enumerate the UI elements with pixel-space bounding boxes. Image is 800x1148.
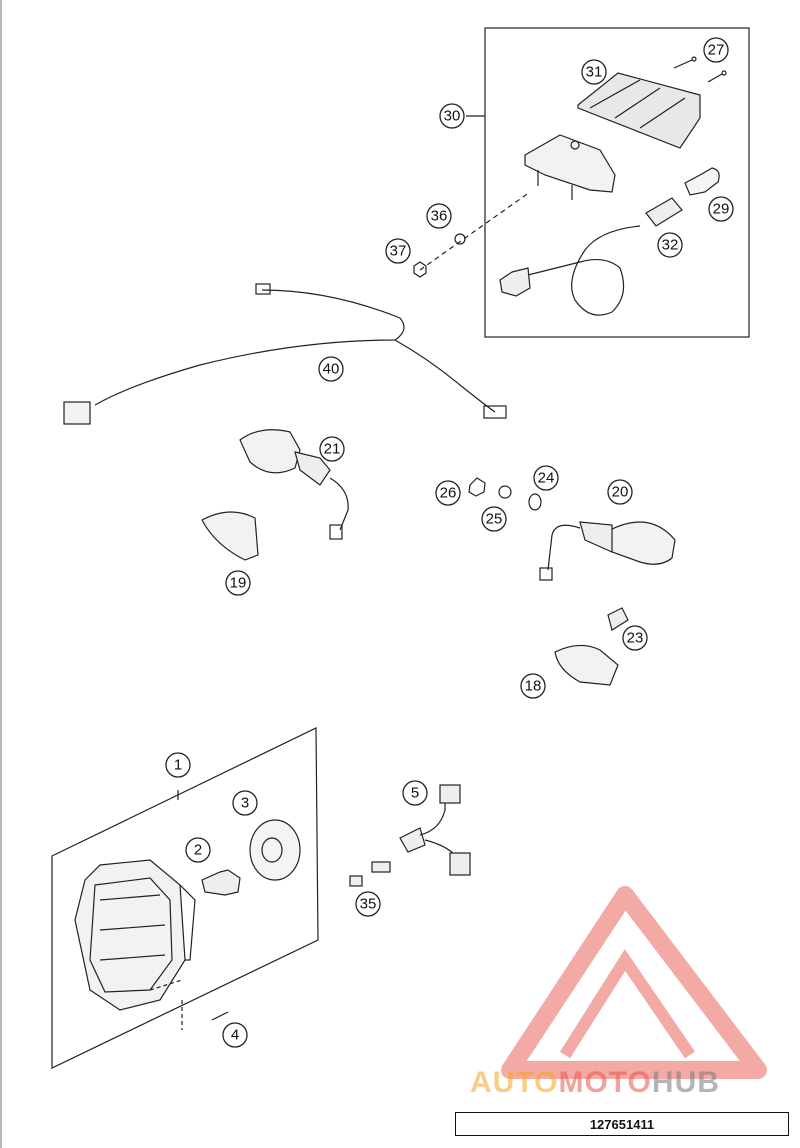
svg-text:27: 27 bbox=[708, 42, 725, 59]
part-label: 31 bbox=[581, 59, 607, 85]
svg-text:35: 35 bbox=[360, 896, 377, 913]
part-label: 2 bbox=[185, 837, 211, 863]
nut-37-part bbox=[413, 261, 427, 278]
svg-text:23: 23 bbox=[627, 630, 644, 647]
washer-25-part bbox=[498, 485, 512, 499]
watermark-text: AUTOMOTOHUB bbox=[470, 1066, 800, 1100]
parking-light-socket-part bbox=[399, 784, 471, 876]
turn-signal-21-part bbox=[239, 429, 349, 540]
svg-text:18: 18 bbox=[525, 678, 542, 695]
headlight-part bbox=[74, 859, 196, 1011]
bulb-35-part bbox=[349, 861, 391, 887]
watermark-moto: MOTO bbox=[558, 1066, 652, 1099]
part-label: 27 bbox=[703, 37, 729, 63]
part-label: 35 bbox=[355, 891, 381, 917]
svg-text:31: 31 bbox=[586, 64, 603, 81]
tail-light-group-frame bbox=[484, 27, 750, 338]
part-label: 4 bbox=[222, 1022, 248, 1048]
svg-text:37: 37 bbox=[390, 243, 407, 260]
svg-text:25: 25 bbox=[486, 511, 503, 528]
svg-text:1: 1 bbox=[174, 757, 182, 774]
turn-signal-20-part bbox=[539, 521, 676, 581]
watermark-hub: HUB bbox=[651, 1066, 720, 1099]
svg-text:29: 29 bbox=[713, 201, 730, 218]
tail-bulb-part bbox=[684, 167, 720, 196]
part-label: 23 bbox=[622, 625, 648, 651]
lens-18-part bbox=[554, 644, 619, 686]
svg-text:2: 2 bbox=[194, 842, 202, 859]
svg-text:40: 40 bbox=[323, 361, 340, 378]
svg-text:19: 19 bbox=[230, 575, 247, 592]
nut-26-part bbox=[468, 477, 486, 497]
part-label: 3 bbox=[232, 790, 258, 816]
part-label: 29 bbox=[708, 196, 734, 222]
washer-24-part bbox=[528, 493, 542, 511]
part-label: 26 bbox=[435, 480, 461, 506]
tail-housing-part bbox=[524, 134, 616, 200]
svg-text:36: 36 bbox=[431, 208, 448, 225]
part-label: 24 bbox=[533, 465, 559, 491]
svg-text:3: 3 bbox=[241, 795, 249, 812]
part-labels: 1 2 3 4 5 18 19 20 21 23 24 25 26 27 29 … bbox=[165, 37, 734, 1048]
part-label: 1 bbox=[165, 752, 191, 778]
reference-number-box: 127651411 bbox=[455, 1112, 789, 1136]
svg-text:24: 24 bbox=[538, 470, 555, 487]
watermark-auto: AUTO bbox=[470, 1066, 559, 1099]
part-label: 36 bbox=[426, 203, 452, 229]
part-label: 32 bbox=[657, 232, 683, 258]
tail-lens-part bbox=[577, 72, 701, 149]
part-label: 25 bbox=[481, 506, 507, 532]
svg-text:26: 26 bbox=[440, 485, 457, 502]
headlight-group-frame bbox=[51, 727, 319, 1069]
tail-screws-part bbox=[673, 56, 727, 83]
reference-number: 127651411 bbox=[589, 1116, 655, 1132]
bulb-23-part bbox=[607, 607, 629, 631]
automotohub-logo bbox=[501, 886, 767, 1079]
part-label: 40 bbox=[318, 356, 344, 382]
part-label: 21 bbox=[319, 436, 345, 462]
part-label: 37 bbox=[385, 238, 411, 264]
part-label: 30 bbox=[439, 103, 465, 129]
svg-text:21: 21 bbox=[324, 441, 341, 458]
svg-text:20: 20 bbox=[612, 484, 629, 501]
part-label: 18 bbox=[520, 673, 546, 699]
screw-4-part bbox=[149, 979, 229, 1030]
headlight-bulb-part bbox=[201, 869, 241, 896]
headlight-cap-part bbox=[249, 819, 301, 881]
svg-text:32: 32 bbox=[662, 237, 679, 254]
washer-36-part bbox=[454, 233, 466, 245]
part-label: 19 bbox=[225, 570, 251, 596]
tail-socket-cable-part bbox=[499, 197, 683, 316]
svg-text:30: 30 bbox=[444, 108, 461, 125]
lens-19-part bbox=[201, 511, 259, 561]
wiring-harness-part bbox=[63, 283, 507, 425]
part-label: 20 bbox=[607, 479, 633, 505]
svg-text:5: 5 bbox=[411, 785, 419, 802]
svg-text:4: 4 bbox=[231, 1027, 239, 1044]
part-label: 5 bbox=[402, 780, 428, 806]
